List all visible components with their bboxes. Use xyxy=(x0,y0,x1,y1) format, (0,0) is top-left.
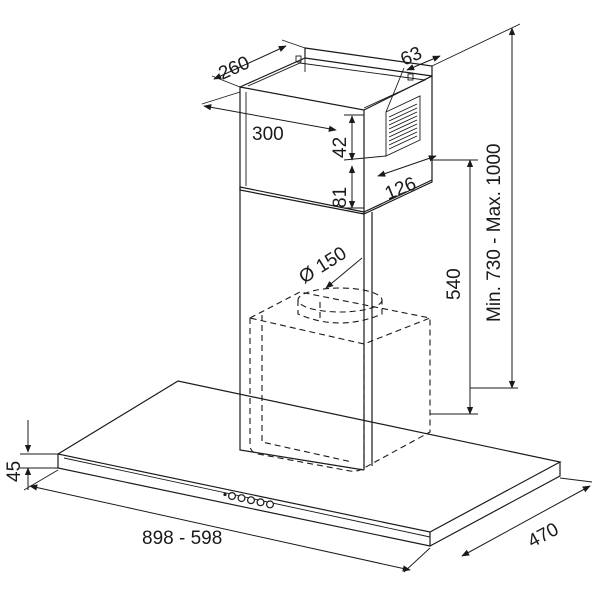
label-hood-thickness: 45 xyxy=(4,461,25,482)
power-indicator-dot xyxy=(223,492,227,497)
control-button-1 xyxy=(228,492,237,501)
label-vent-offset: 126 xyxy=(382,173,419,204)
label-hood-depth: 470 xyxy=(524,519,562,552)
dimension-labels: 260 300 63 42 126 81 Ø 150 540 Min. 730 … xyxy=(4,43,562,553)
label-vent-width: 63 xyxy=(397,43,425,71)
label-body-height: 540 xyxy=(444,268,465,300)
dimension-lines xyxy=(20,23,593,573)
label-hood-width: 898 - 598 xyxy=(142,528,222,549)
control-button-2 xyxy=(237,494,246,503)
label-vent-height: 42 xyxy=(330,137,351,158)
control-button-4 xyxy=(256,498,265,507)
lower-chimney xyxy=(239,179,433,471)
control-panel xyxy=(223,492,275,509)
label-total-height: Min. 730 - Max. 1000 xyxy=(484,144,505,322)
motor-housing-hidden xyxy=(248,287,432,472)
label-overlap: 81 xyxy=(330,187,351,208)
label-chimney-width: 260 xyxy=(215,52,253,84)
label-chimney-depth: 300 xyxy=(252,124,284,145)
control-button-5 xyxy=(266,500,275,509)
vent-grille xyxy=(385,95,421,157)
control-button-3 xyxy=(247,496,256,505)
label-outlet-diameter: Ø 150 xyxy=(296,243,351,288)
